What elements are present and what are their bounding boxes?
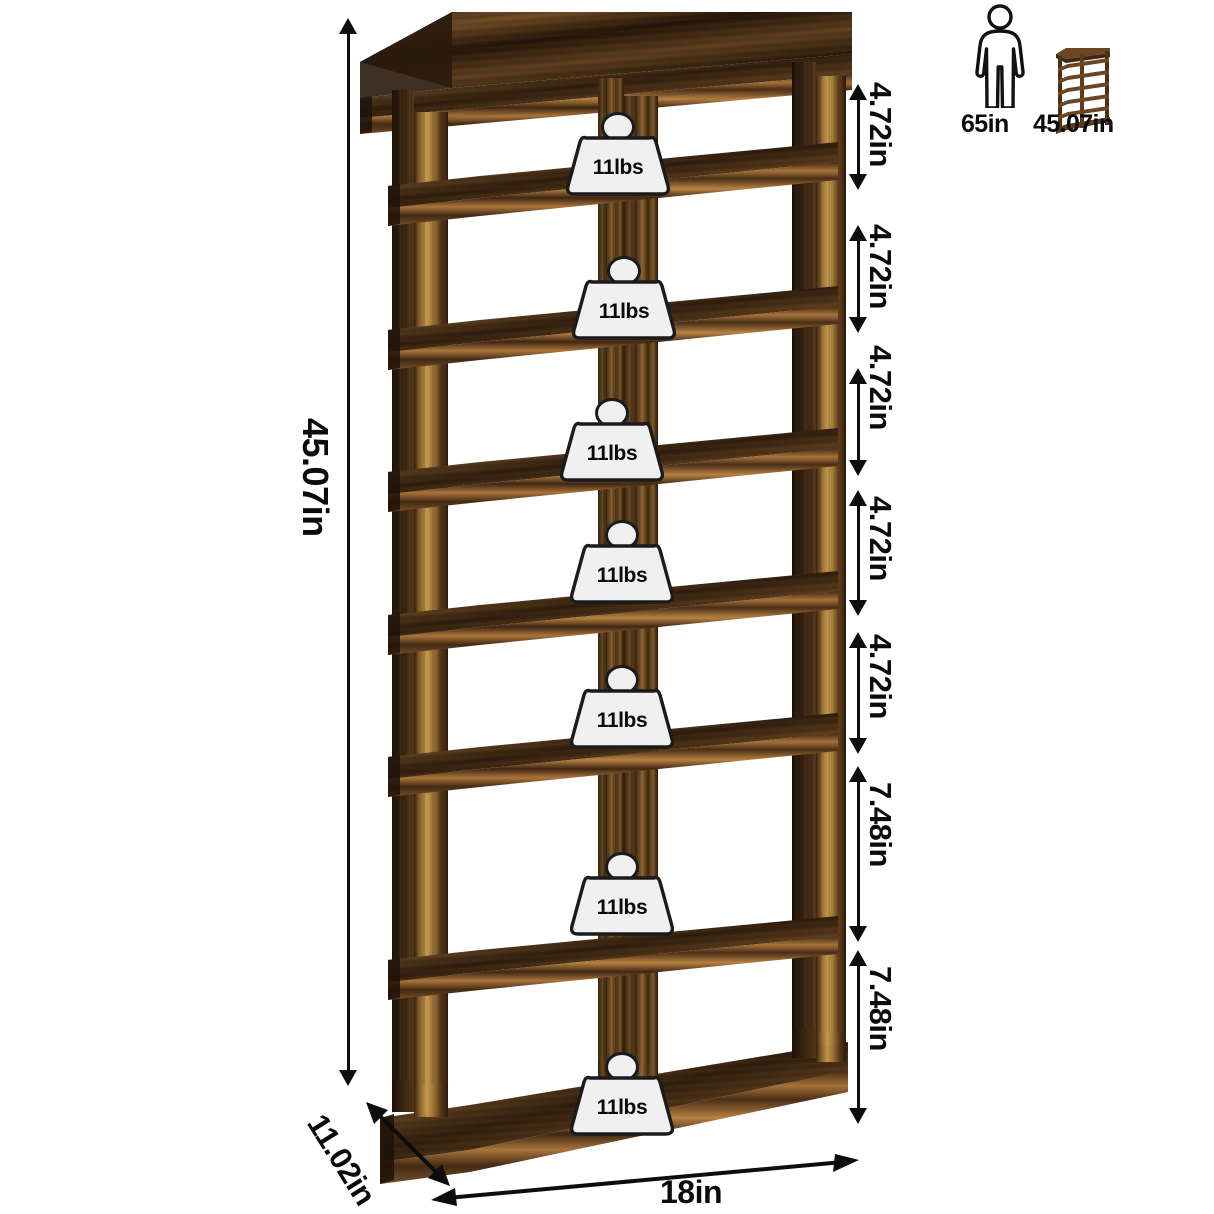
weight-badge: 11lbs (570, 852, 674, 936)
width-label: 18in (660, 1174, 723, 1210)
product-thumbnail-icon (1056, 48, 1110, 134)
arrow-up-icon (849, 225, 867, 241)
weight-badge: 11lbs (566, 112, 670, 196)
arrow-down-icon (849, 926, 867, 942)
weight-body-icon (570, 688, 674, 749)
weight-label: 11lbs (596, 564, 648, 587)
weight-label: 11lbs (586, 442, 638, 465)
dimension-line (856, 504, 860, 602)
dimension-line (856, 964, 860, 1110)
gap-label: 7.48in (863, 966, 898, 1051)
width-arrow-icon (431, 1154, 859, 1206)
weight-label: 11lbs (596, 1096, 648, 1119)
arrow-up-icon (849, 368, 867, 384)
weight-badge: 11lbs (570, 520, 674, 604)
arrow-down-icon (849, 174, 867, 190)
arrow-down-icon (849, 460, 867, 476)
dimension-line (856, 780, 860, 928)
arrow-up-icon (849, 632, 867, 648)
weight-label: 11lbs (592, 156, 644, 179)
weight-label: 11lbs (598, 300, 650, 323)
arrow-down-icon (849, 1108, 867, 1124)
weight-badge: 11lbs (560, 398, 664, 482)
depth-arrow-icon (366, 1102, 450, 1186)
product-height-label: 45.07in (1033, 110, 1114, 138)
arrow-down-icon (339, 1070, 357, 1086)
weight-label: 11lbs (596, 709, 648, 732)
weight-body-icon (570, 1075, 674, 1136)
scale-comparison: 65in 45.07in (955, 4, 1205, 144)
arrow-up-icon (849, 950, 867, 966)
arrow-down-icon (849, 317, 867, 333)
gap-label: 7.48in (863, 782, 898, 867)
shelf-7 (388, 916, 838, 1000)
arrow-down-icon (849, 600, 867, 616)
weight-label: 11lbs (596, 896, 648, 919)
weight-body-icon (570, 875, 674, 936)
gap-label: 4.72in (863, 634, 898, 719)
arrow-up-icon (849, 490, 867, 506)
arrow-up-icon (849, 84, 867, 100)
weight-body-icon (566, 135, 670, 196)
dimension-line (346, 32, 350, 1072)
weight-badge: 11lbs (570, 1052, 674, 1136)
weight-badge: 11lbs (572, 256, 676, 340)
gap-label: 4.72in (863, 82, 898, 167)
overall-height-label: 45.07in (295, 418, 336, 537)
gap-label: 4.72in (863, 496, 898, 581)
weight-body-icon (560, 421, 664, 482)
weight-body-icon (570, 543, 674, 604)
gap-label: 4.72in (863, 345, 898, 430)
depth-dimension (352, 1098, 462, 1194)
weight-body-icon (572, 279, 676, 340)
shelf-5 (388, 571, 838, 655)
arrow-up-icon (849, 766, 867, 782)
weight-badge: 11lbs (570, 665, 674, 749)
arrow-up-icon (339, 18, 357, 34)
dimension-line (856, 98, 860, 176)
dimension-line (856, 646, 860, 740)
gap-label: 4.72in (863, 224, 898, 309)
person-icon (975, 4, 1025, 108)
dimension-line (856, 239, 860, 319)
person-height-label: 65in (961, 110, 1009, 138)
arrow-down-icon (849, 738, 867, 754)
dimension-line (856, 382, 860, 462)
